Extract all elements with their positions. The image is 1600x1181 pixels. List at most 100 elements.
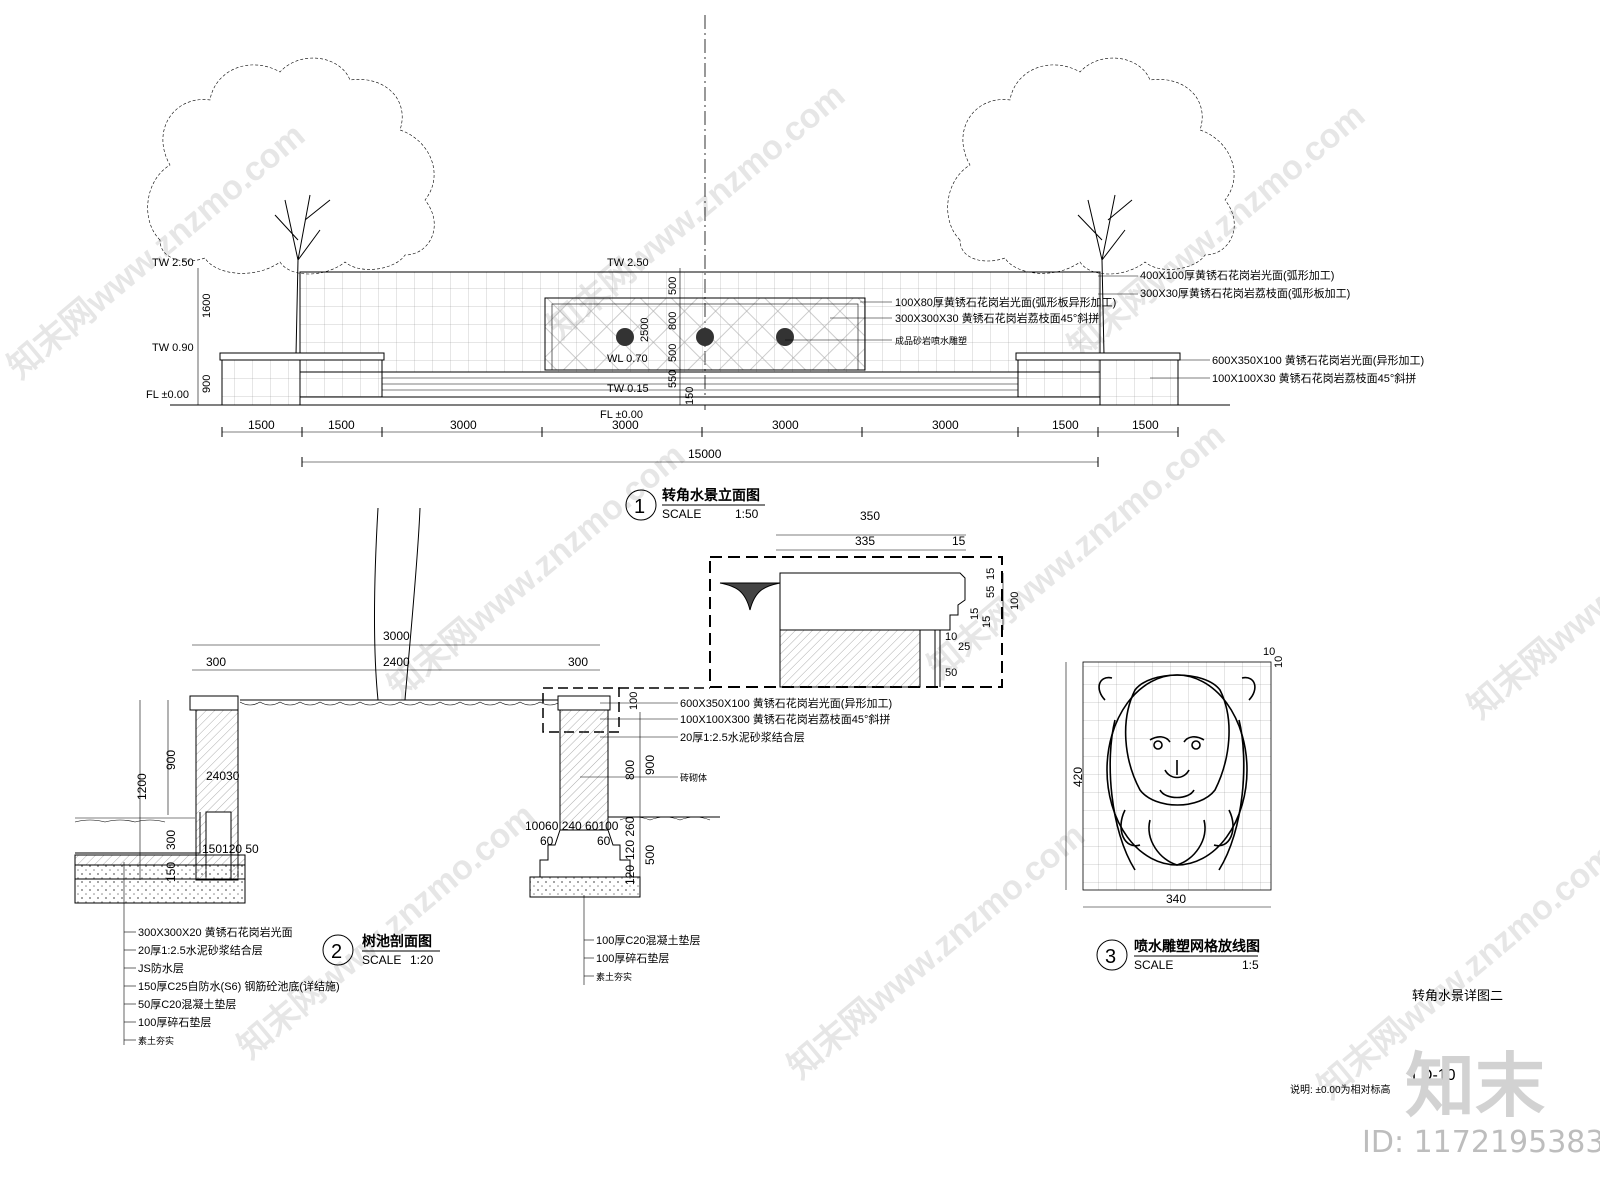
layer-label: 100厚C20混凝土垫层 <box>596 933 701 947</box>
layer-label: 150厚C25自防水(S6) 钢筋砼池底(详结施) <box>138 979 340 993</box>
dim-label: 2400 <box>383 655 410 669</box>
dim-label: 900 <box>201 375 213 393</box>
layer-label: 素土夯实 <box>596 971 632 982</box>
tree-trunk-right <box>1077 194 1133 356</box>
layer-label: 50厚C20混凝土垫层 <box>138 997 236 1011</box>
spout-sculpture-icon <box>776 328 794 346</box>
scale-label: SCALE <box>662 507 701 521</box>
dim-label: 300 <box>206 655 226 669</box>
level-mark: TW 2.50 <box>607 257 649 269</box>
dim-label: 100 <box>1009 592 1021 610</box>
dim-label: 1200 <box>135 773 149 800</box>
dim-label: 15 <box>985 568 997 580</box>
dim-label: 420 <box>1071 767 1085 787</box>
dim-label: 24030 <box>206 769 240 783</box>
dim-label: 1500 <box>248 418 275 432</box>
sheet-code: LD-10 <box>1412 1067 1456 1084</box>
scale-value: 1:20 <box>410 953 434 967</box>
dim-label: 900 <box>164 750 178 770</box>
material-label: 600X350X100 黄锈石花岗岩光面(异形加工) <box>680 696 892 710</box>
drawing-number-bubble <box>625 489 657 521</box>
material-label: 成品砂岩喷水雕塑 <box>895 335 967 346</box>
dim-label: 500 <box>667 344 679 362</box>
material-label: 300X300X30 黄锈石花岗岩荔枝面45°斜拼 <box>895 311 1099 325</box>
watermark-logo: 知末 <box>1405 1045 1545 1127</box>
dim-label: 2500 <box>639 318 651 342</box>
dim-label: 1500 <box>328 418 355 432</box>
layer-label: 素土夯实 <box>138 1035 174 1046</box>
drawing-title: 转角水景立面图 <box>662 487 760 503</box>
dim-label: 60 <box>540 834 554 848</box>
drawing-title: 树池剖面图 <box>362 933 432 949</box>
material-label: 600X350X100 黄锈石花岗岩光面(异形加工) <box>1212 353 1424 367</box>
scale-value: 1:5 <box>1242 958 1259 972</box>
drawing-title: 喷水雕塑网格放线图 <box>1134 938 1260 954</box>
section-drawing: 3000 300 2400 300 1200 900 300 150 24030… <box>74 507 892 1046</box>
watermark-id: ID: 1172195383 <box>1362 1125 1600 1160</box>
dim-label: 300 <box>164 830 178 850</box>
drawing-number: 1 <box>634 496 645 518</box>
dim-label: 3000 <box>612 418 639 432</box>
dim-label: 15000 <box>688 447 722 461</box>
layer-label: JS防水层 <box>138 961 184 975</box>
dim-label: 10060 240 60100 <box>525 819 619 833</box>
dim-label: 15 <box>969 608 981 620</box>
dim-label: 10 <box>1273 656 1285 668</box>
sheet-note: 说明: ±0.00为相对标高 <box>1290 1083 1391 1096</box>
layer-label: 100厚碎石垫层 <box>596 951 669 965</box>
layer-label: 300X300X20 黄锈石花岗岩光面 <box>138 925 293 939</box>
dim-label: 60 <box>597 834 611 848</box>
dim-label: 800 <box>623 760 637 780</box>
material-label: 300X30厚黄锈石花岗岩荔枝面(弧形板加工) <box>1140 286 1350 300</box>
dim-label: 3000 <box>450 418 477 432</box>
level-mark: FL ±0.00 <box>600 409 643 421</box>
material-label: 砖砌体 <box>680 772 707 783</box>
spout-sculpture-icon <box>696 328 714 346</box>
level-mark: WL 0.70 <box>607 353 648 365</box>
dim-label: 800 <box>667 312 679 330</box>
spout-sculpture-icon <box>616 328 634 346</box>
dim-label: 150120 50 <box>202 842 259 856</box>
dim-label: 1600 <box>201 294 213 318</box>
sculpture-grid <box>1082 661 1272 891</box>
dim-label: 55 <box>985 586 997 598</box>
dim-label: 10 <box>945 631 957 643</box>
dim-label: 3000 <box>772 418 799 432</box>
dim-ticks <box>221 427 1179 437</box>
dim-label: 350 <box>860 509 880 523</box>
dim-label: 500 <box>667 277 679 295</box>
dim-label: 300 <box>568 655 588 669</box>
dim-label: 150 <box>164 862 178 882</box>
dim-label: 500 <box>643 845 657 865</box>
sculpture-drawing: 420 340 10 10 3 喷水雕塑网格放线图 SCALE 1:5 <box>1065 646 1285 972</box>
dim-label: 335 <box>855 534 875 548</box>
tree-canopy-left <box>147 57 435 275</box>
drawing-number-bubble <box>322 934 354 966</box>
drawing-number: 3 <box>1105 946 1116 968</box>
watermark-text: 知末网www.znzmo.com <box>1461 456 1600 726</box>
tree-trunk-left <box>274 194 331 356</box>
layer-label: 20厚1:2.5水泥砂浆结合层 <box>138 943 263 957</box>
material-label: 100X100X300 黄锈石花岗岩荔枝面45°斜拼 <box>680 712 890 726</box>
sheet-name: 转角水景详图二 <box>1412 988 1503 1003</box>
material-label: 20厚1:2.5水泥砂浆结合层 <box>680 730 805 744</box>
dim-label: 150 <box>684 387 696 405</box>
material-label: 400X100厚黄锈石花岗岩光面(弧形加工) <box>1140 268 1334 282</box>
scale-label: SCALE <box>362 953 401 967</box>
dim-label: 100 <box>628 692 640 710</box>
material-label: 100X80厚黄锈石花岗岩光面(弧形板异形加工) <box>895 295 1116 309</box>
lion-head-icon <box>1098 674 1256 871</box>
scale-value: 1:50 <box>735 507 759 521</box>
dim-label: 1500 <box>1132 418 1159 432</box>
dim-label: 120 <box>623 865 637 885</box>
dim-label: 3000 <box>383 629 410 643</box>
watermark-text: 知末网www.znzmo.com <box>381 436 692 706</box>
dim-label: 900 <box>643 755 657 775</box>
dim-label: 10 <box>1263 646 1275 658</box>
dim-label: 120 260 <box>623 816 637 860</box>
drawing-number: 2 <box>331 941 342 963</box>
watermark-text: 知末网www.znzmo.com <box>781 816 1092 1086</box>
material-label: 100X100X30 黄锈石花岗岩荔枝面45°斜拼 <box>1212 371 1416 385</box>
dim-label: 15 <box>981 616 993 628</box>
